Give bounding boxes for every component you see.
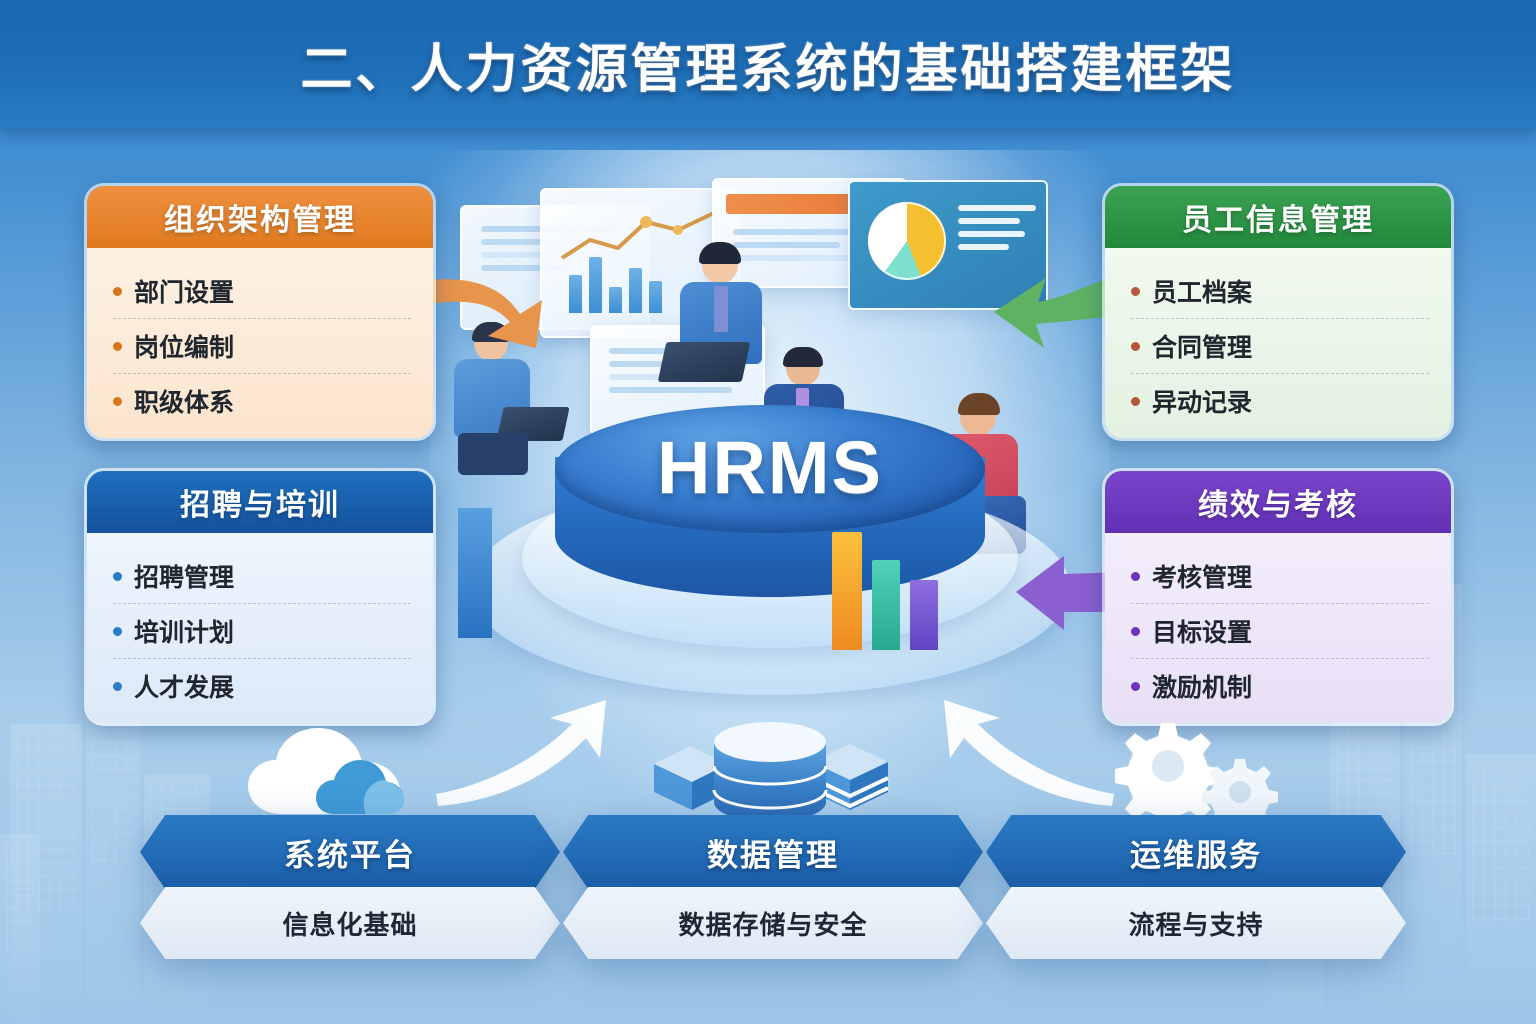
list-item[interactable]: 合同管理 xyxy=(1131,318,1429,373)
bullet-dot-icon xyxy=(1131,341,1140,351)
person-manager-center xyxy=(657,242,798,406)
plinth-cloud-title-band: 系统平台 xyxy=(140,815,560,889)
bullet-dot-icon xyxy=(113,571,122,581)
bullet-dot-icon xyxy=(1131,681,1140,691)
list-item[interactable]: 考核管理 xyxy=(1131,549,1429,603)
highlight-bar xyxy=(726,194,876,214)
bullet-dot-icon xyxy=(1131,626,1140,636)
stat-bar-teal xyxy=(872,560,900,650)
list-item[interactable]: 招聘管理 xyxy=(113,549,411,603)
list-item[interactable]: 岗位编制 xyxy=(113,318,411,373)
cloud-icon xyxy=(238,722,438,827)
plinth-data-management[interactable]: 数据管理 数据存储与安全 xyxy=(563,815,983,965)
page-title: 二、人力资源管理系统的基础搭建框架 xyxy=(300,40,1236,99)
bullet-dot-icon xyxy=(113,681,122,691)
card-recruitment-training[interactable]: 招聘与培训 招聘管理 培训计划 人才发展 xyxy=(84,468,436,726)
arrow-org-to-center xyxy=(428,279,542,348)
arrow-employee-to-center xyxy=(994,276,1114,348)
disc-top xyxy=(555,405,985,533)
arrow-performance-to-center xyxy=(1016,556,1124,630)
plinth-system-platform[interactable]: 系统平台 信息化基础 xyxy=(140,815,560,965)
pie-chart-icon xyxy=(868,202,946,280)
central-illustration: HRMS xyxy=(430,150,1110,850)
card-performance-appraisal[interactable]: 绩效与考核 考核管理 目标设置 激励机制 xyxy=(1102,468,1454,726)
plinth-cloud-title: 系统平台 xyxy=(284,837,416,873)
plinth-service-subtitle-band: 流程与支持 xyxy=(986,887,1406,959)
card-performance-body: 考核管理 目标设置 激励机制 xyxy=(1105,533,1451,723)
card-organization-management[interactable]: 组织架构管理 部门设置 岗位编制 职级体系 xyxy=(84,183,436,441)
bullet-dot-icon xyxy=(113,396,122,406)
platform-label: HRMS xyxy=(657,426,883,509)
arrow-service-to-center xyxy=(944,700,1114,806)
list-item[interactable]: 激励机制 xyxy=(1131,658,1429,713)
card-recruit-title: 招聘与培训 xyxy=(87,471,433,533)
stat-bar-blue-left xyxy=(458,508,492,638)
hrms-platform-disc: HRMS xyxy=(555,405,985,635)
card-org-body: 部门设置 岗位编制 职级体系 xyxy=(87,248,433,438)
title-band: 二、人力资源管理系统的基础搭建框架 xyxy=(0,0,1536,128)
card-org-title: 组织架构管理 xyxy=(87,186,433,248)
list-item[interactable]: 员工档案 xyxy=(1131,264,1429,318)
list-item[interactable]: 职级体系 xyxy=(113,373,411,428)
card-employee-information-management[interactable]: 员工信息管理 员工档案 合同管理 异动记录 xyxy=(1102,183,1454,441)
plinth-data-title: 数据管理 xyxy=(707,837,839,873)
plinth-cloud-subtitle: 信息化基础 xyxy=(282,909,418,940)
line-chart-icon xyxy=(560,210,717,260)
bullet-dot-icon xyxy=(1131,571,1140,581)
card-performance-title: 绩效与考核 xyxy=(1105,471,1451,533)
dashboard-screen-pie xyxy=(848,180,1048,310)
gears-icon xyxy=(1095,715,1295,835)
plinth-operations-service[interactable]: 运维服务 流程与支持 xyxy=(986,815,1406,965)
plinth-service-subtitle: 流程与支持 xyxy=(1128,909,1264,940)
plinth-service-title: 运维服务 xyxy=(1130,837,1262,873)
person-analyst-left xyxy=(448,322,570,475)
list-item[interactable]: 异动记录 xyxy=(1131,373,1429,428)
plinth-cloud-subtitle-band: 信息化基础 xyxy=(140,887,560,959)
card-employee-body: 员工档案 合同管理 异动记录 xyxy=(1105,248,1451,438)
list-item[interactable]: 目标设置 xyxy=(1131,603,1429,658)
bullet-dot-icon xyxy=(113,626,122,636)
stat-bar-orange xyxy=(832,532,862,650)
plinth-data-subtitle: 数据存储与安全 xyxy=(678,909,868,940)
arrow-recruit-to-center xyxy=(436,700,606,806)
list-item[interactable]: 人才发展 xyxy=(113,658,411,713)
bullet-dot-icon xyxy=(113,286,122,296)
list-item[interactable]: 培训计划 xyxy=(113,603,411,658)
bullet-dot-icon xyxy=(1131,286,1140,296)
bullet-dot-icon xyxy=(1131,396,1140,406)
bullet-dot-icon xyxy=(113,341,122,351)
plinth-data-subtitle-band: 数据存储与安全 xyxy=(563,887,983,959)
card-employee-title: 员工信息管理 xyxy=(1105,186,1451,248)
bar-chart-icon xyxy=(569,248,663,313)
plinth-data-title-band: 数据管理 xyxy=(563,815,983,889)
plinth-service-title-band: 运维服务 xyxy=(986,815,1406,889)
stat-bar-purple xyxy=(910,580,938,650)
card-recruit-body: 招聘管理 培训计划 人才发展 xyxy=(87,533,433,723)
database-icon xyxy=(650,718,889,823)
list-item[interactable]: 部门设置 xyxy=(113,264,411,318)
